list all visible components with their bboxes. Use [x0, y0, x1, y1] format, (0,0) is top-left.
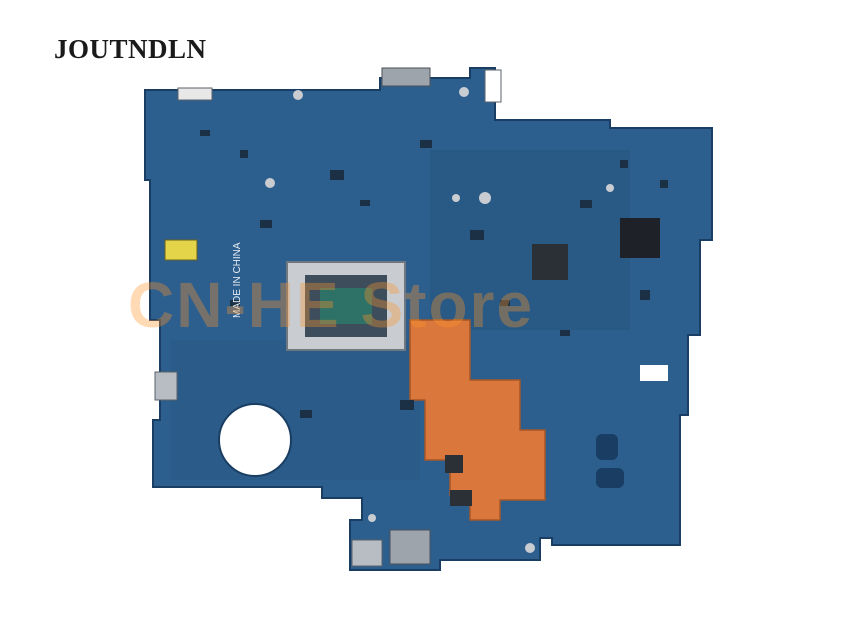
connector: [164, 239, 198, 261]
components: [200, 130, 668, 418]
silkscreen-made-in-china: MADE IN CHINA: [232, 242, 243, 318]
usb-port: [351, 539, 383, 567]
connector: [381, 67, 431, 87]
capacitors: [265, 87, 614, 553]
chip: [450, 490, 472, 506]
pcb-shade: [430, 150, 630, 330]
chip: [445, 455, 463, 473]
connector: [177, 87, 213, 101]
chip: [532, 244, 568, 280]
slot-cutout: [640, 365, 668, 381]
pcb-shade: [170, 340, 420, 480]
connector: [484, 69, 502, 103]
slot-cutout: [596, 434, 618, 460]
heatsink-plate: [409, 319, 546, 521]
mounting-cutout: [218, 403, 292, 477]
cpu-socket-core: [320, 288, 372, 324]
ethernet-port: [389, 529, 431, 565]
brand-title: JOUTNDLN: [54, 34, 207, 64]
chip: [620, 218, 660, 258]
slot-cutout: [596, 468, 624, 488]
side-usb-port: [154, 371, 178, 401]
